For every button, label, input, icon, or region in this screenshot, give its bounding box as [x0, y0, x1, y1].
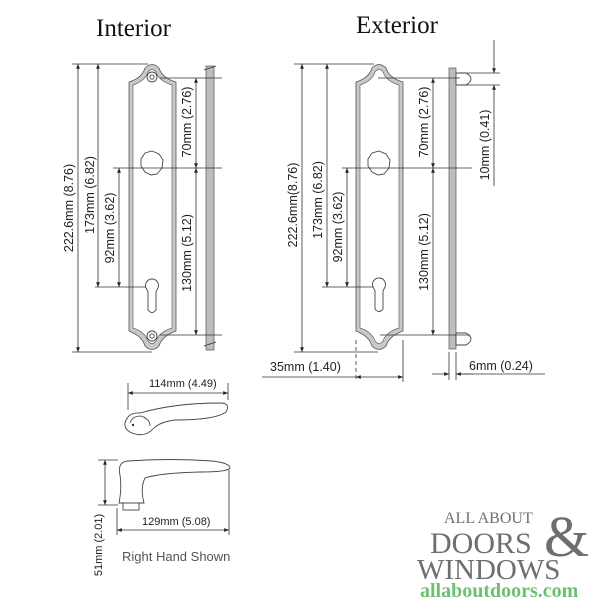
exterior-backplate-face	[359, 69, 400, 344]
exterior-screw-spacing: 173mm (6.82)	[311, 161, 325, 239]
interior-bottom-screw-center	[149, 333, 155, 339]
interior-top-to-handle: 70mm (2.76)	[180, 87, 194, 158]
exterior-handle-to-bottom: 130mm (5.12)	[417, 213, 431, 291]
interior-backset: 92mm (3.62)	[103, 193, 117, 264]
lever-rosette-curve	[129, 415, 151, 427]
logo-line1: ALL ABOUT	[444, 510, 533, 527]
interior-backplate-face	[132, 69, 173, 344]
exterior-stud-diameter: 10mm (0.41)	[478, 110, 492, 181]
interior-overall-height: 222.6mm (8.76)	[62, 164, 76, 252]
exterior-bottom-stud	[455, 332, 472, 346]
exterior-cylinder-keyhole-icon	[372, 277, 386, 312]
break-mark	[203, 65, 217, 71]
interior-cylinder-keyhole-icon	[145, 278, 159, 313]
lever-side-view	[118, 459, 231, 504]
exterior-side-profile	[448, 67, 457, 350]
exterior-top-to-handle: 70mm (2.76)	[417, 87, 431, 158]
logo-line3: WINDOWS	[417, 554, 560, 586]
exterior-backset: 92mm (3.62)	[331, 192, 345, 263]
break-mark	[203, 341, 217, 347]
lever-top-length: 114mm (4.49)	[149, 378, 217, 390]
exterior-overall-height: 222.6mm(8.76)	[286, 163, 300, 248]
interior-drawing: 222.6mm (8.76) 173mm (6.82) 92mm (3.62) …	[62, 63, 222, 353]
interior-side-profile	[205, 65, 215, 351]
interior-top-screw-center	[149, 74, 155, 80]
interior-lever-rosette-icon	[140, 150, 164, 176]
lever-side-length: 129mm (5.08)	[142, 516, 210, 528]
lever-pivot-dot	[131, 423, 135, 427]
exterior-plate-width: 35mm (1.40)	[270, 360, 341, 374]
interior-handle-to-bottom: 130mm (5.12)	[180, 214, 194, 292]
exterior-lever-rosette-icon	[367, 150, 391, 176]
logo-ampersand: &	[544, 504, 589, 569]
exterior-plate-thickness: 6mm (0.24)	[469, 359, 533, 373]
interior-heading: Interior	[96, 15, 172, 42]
interior-screw-spacing: 173mm (6.82)	[83, 156, 97, 234]
exterior-heading: Exterior	[356, 12, 439, 39]
exterior-top-stud	[455, 72, 472, 86]
lever-caption: Right Hand Shown	[122, 549, 230, 564]
exterior-drawing: 222.6mm(8.76) 173mm (6.82) 92mm (3.62) 7…	[262, 40, 545, 382]
company-logo: ALL ABOUT DOORS & WINDOWS allaboutdoors.…	[417, 504, 589, 600]
lever-drawing: 114mm (4.49) 51mm (2.01) 129mm (5.08) Ri…	[93, 378, 231, 576]
logo-url: allaboutdoors.com	[420, 580, 579, 600]
lever-spindle	[122, 502, 140, 511]
lever-projection: 51mm (2.01)	[93, 514, 105, 576]
lever-top-view	[124, 402, 228, 436]
logo-line2: DOORS	[430, 527, 532, 560]
